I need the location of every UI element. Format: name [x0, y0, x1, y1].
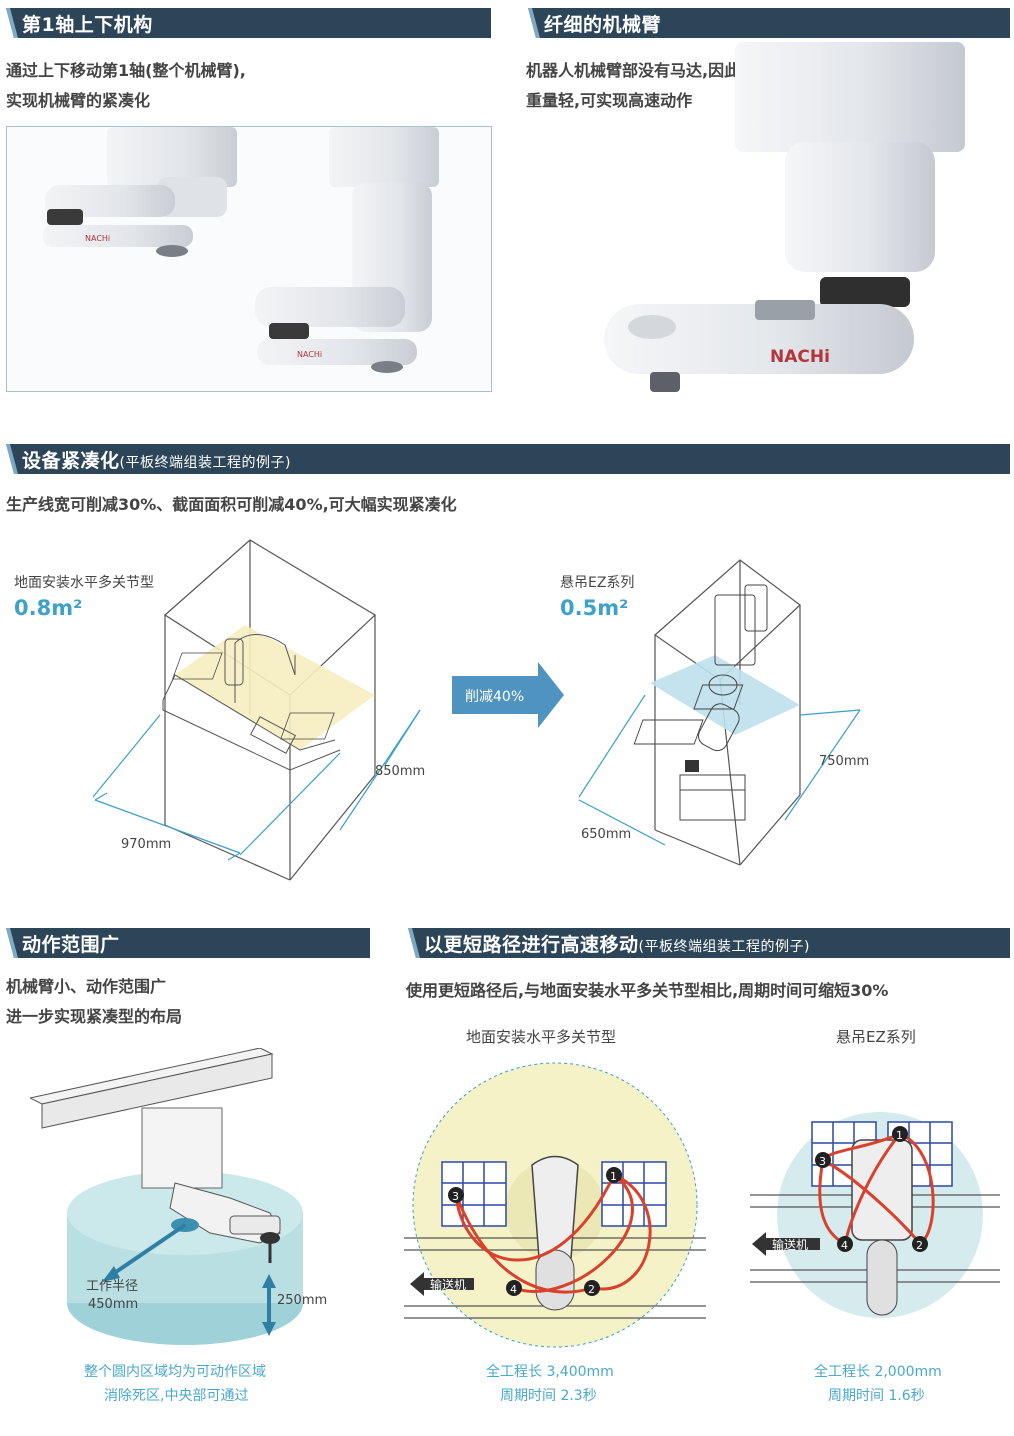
slim-arm-desc-line2: 重量轻,可实现高速动作: [526, 91, 693, 110]
marker-4: 4: [506, 1280, 522, 1296]
floor-scara-label: 地面安装水平多关节型: [14, 575, 154, 591]
section-title: 第1轴上下机构: [22, 13, 153, 36]
dim-depth-label: 850mm: [375, 764, 425, 779]
slim-arm-robot-photo: NACHi: [590, 42, 1010, 402]
floor-scara-length: 全工程长 3,400mm: [486, 1364, 614, 1380]
section-title: 以更短路径进行高速移动: [424, 933, 639, 956]
svg-text:2: 2: [588, 1283, 595, 1296]
range-desc-line2: 进一步实现紧凑型的布局: [6, 1007, 183, 1026]
slim-arm-desc-line1: 机器人机械臂部没有马达,因此纤细、: [526, 61, 789, 80]
section-header-range: 动作范围广: [0, 928, 370, 958]
axis1-robot-photo: NACHi NACHi: [6, 126, 492, 392]
floor-scara-path-diagram: 1 2 3 4 输送机: [404, 1050, 706, 1360]
marker-4: 4: [837, 1236, 853, 1252]
section-subtitle: (平板终端组装工程的例子): [119, 454, 291, 471]
svg-text:4: 4: [841, 1239, 848, 1252]
work-envelope-diagram: 工作半径 450mm 250mm: [28, 1047, 360, 1348]
brand-logo: NACHi: [297, 350, 322, 359]
svg-text:3: 3: [819, 1155, 826, 1168]
floor-scara-area: 0.8m²: [14, 596, 83, 620]
short-path-desc: 使用更短路径后,与地面安装水平多关节型相比,周期时间可缩短30%: [406, 981, 889, 1000]
section-header-slim-arm: 纤细的机械臂: [522, 8, 1010, 38]
floor-scara-cell-diagram: 850mm 970mm: [85, 535, 430, 885]
svg-text:2: 2: [916, 1239, 923, 1252]
marker-2: 2: [584, 1280, 600, 1296]
section-header-axis1: 第1轴上下机构: [0, 8, 491, 38]
suspended-ez-path-diagram: 1 2 3 4 输送机: [750, 1110, 1000, 1320]
marker-1: 1: [606, 1167, 622, 1183]
svg-text:1: 1: [610, 1170, 617, 1183]
compact-desc: 生产线宽可削减30%、截面面积可削减40%,可大幅实现紧凑化: [6, 495, 457, 514]
suspended-ez-path-label: 悬吊EZ系列: [836, 1028, 916, 1046]
section-header-short-path: 以更短路径进行高速移动(平板终端组装工程的例子): [402, 928, 1010, 958]
suspended-ez-area: 0.5m²: [560, 596, 629, 620]
range-caption-2: 消除死区,中央部可通过: [104, 1388, 249, 1404]
dim-width-label: 650mm: [581, 827, 631, 842]
range-desc-line1: 机械臂小、动作范围广: [6, 977, 167, 996]
marker-3: 3: [448, 1187, 464, 1203]
axis1-desc-line1: 通过上下移动第1轴(整个机械臂),: [6, 61, 246, 80]
radius-label: 工作半径: [86, 1279, 138, 1294]
conveyor-label: 输送机: [772, 1237, 808, 1252]
svg-text:3: 3: [452, 1190, 459, 1203]
dim-depth-label: 750mm: [819, 754, 869, 769]
dim-width-label: 970mm: [121, 837, 171, 852]
suspended-ez-cell-diagram: 750mm 650mm: [575, 555, 875, 870]
marker-2: 2: [912, 1236, 928, 1252]
reduction-arrow: [452, 662, 564, 728]
floor-scara-cycle: 周期时间 2.3秒: [500, 1388, 597, 1404]
floor-scara-path-label: 地面安装水平多关节型: [466, 1028, 617, 1046]
conveyor-label: 输送机: [430, 1277, 466, 1292]
suspended-ez-length: 全工程长 2,000mm: [814, 1364, 942, 1380]
svg-text:1: 1: [896, 1129, 903, 1142]
radius-value: 450mm: [88, 1297, 138, 1312]
reduction-label: 削减40%: [465, 689, 525, 705]
axis1-desc-line2: 实现机械臂的紧凑化: [6, 91, 151, 110]
svg-text:4: 4: [510, 1283, 517, 1296]
section-subtitle: (平板终端组装工程的例子): [638, 938, 810, 955]
section-title: 动作范围广: [22, 933, 120, 956]
marker-1: 1: [892, 1126, 908, 1142]
section-title: 纤细的机械臂: [544, 13, 662, 36]
stroke-value: 250mm: [277, 1293, 327, 1308]
range-caption-1: 整个圆内区域均为可动作区域: [84, 1364, 266, 1380]
marker-3: 3: [815, 1152, 831, 1168]
brand-logo: NACHi: [85, 234, 110, 243]
section-header-compact: 设备紧凑化(平板终端组装工程的例子): [0, 444, 1010, 474]
brand-logo: NACHi: [770, 347, 830, 367]
section-title: 设备紧凑化: [22, 449, 120, 472]
suspended-ez-label: 悬吊EZ系列: [560, 575, 635, 591]
suspended-ez-cycle: 周期时间 1.6秒: [828, 1388, 925, 1404]
